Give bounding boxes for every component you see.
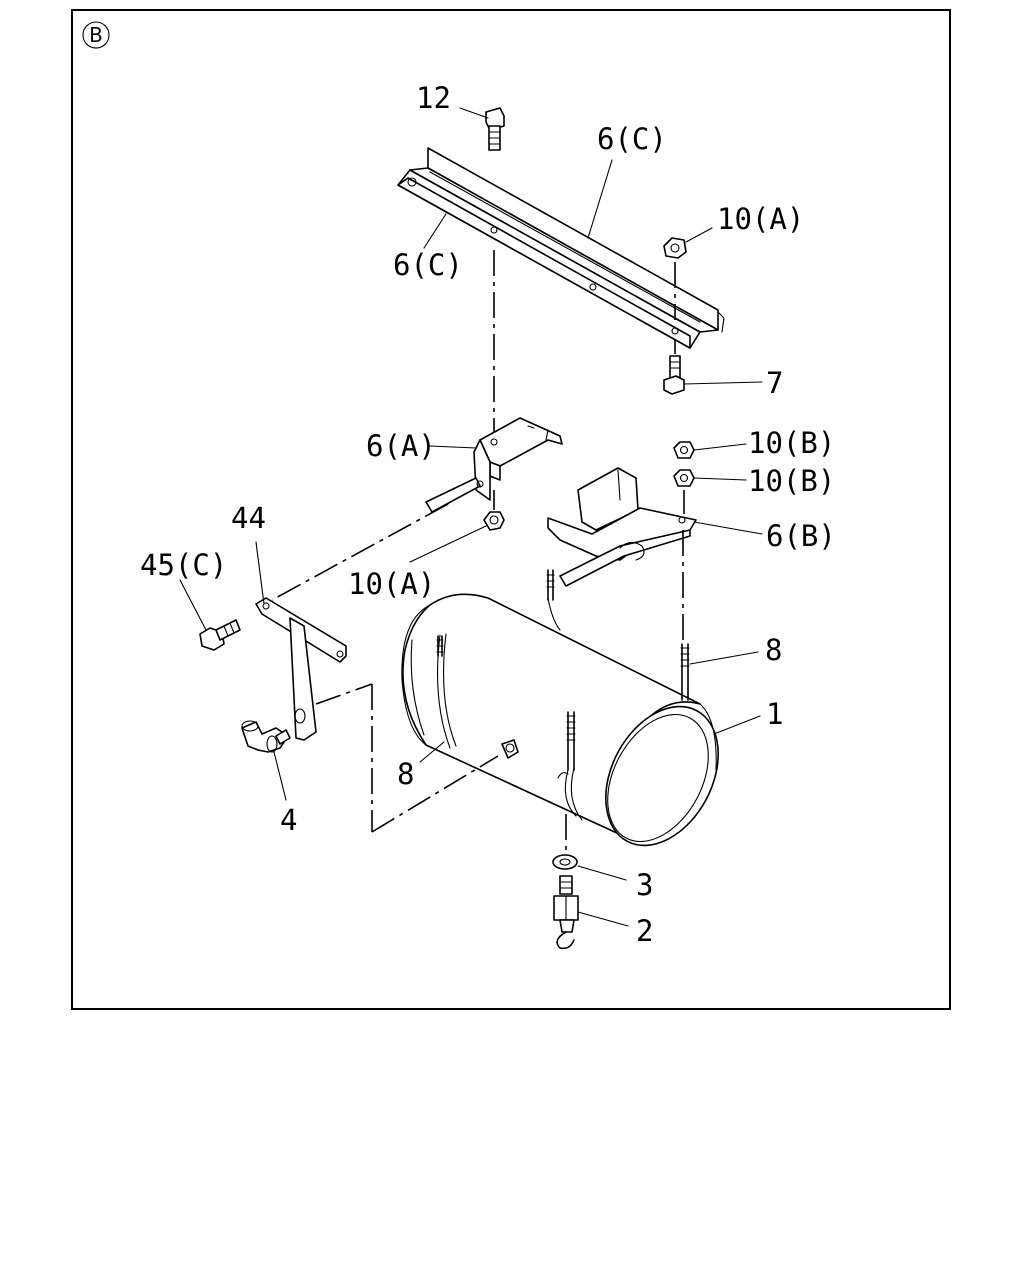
elbow-fitting-4 [241, 720, 291, 753]
svg-text:B: B [89, 23, 103, 47]
nut-10b-lower [673, 469, 695, 487]
callout-12: 12 [416, 81, 451, 115]
callout-6c-top: 6(C) [597, 122, 667, 156]
callout-6c-left: 6(C) [393, 248, 463, 282]
drain-cock-2 [553, 875, 579, 950]
callout-8-right: 8 [765, 633, 782, 667]
air-tank-1 [401, 593, 719, 847]
callout-7: 7 [766, 366, 783, 400]
callout-6b: 6(B) [766, 519, 836, 553]
strap-44 [255, 597, 347, 741]
callout-2: 2 [636, 914, 653, 948]
callout-6a: 6(A) [366, 429, 436, 463]
callout-10a-top: 10(A) [717, 202, 804, 236]
callout-10a-mid: 10(A) [348, 567, 435, 601]
u-bolt-8-right [680, 643, 690, 701]
u-bolt-8-left [436, 635, 444, 657]
callout-1: 1 [766, 697, 783, 731]
leader-lines [179, 107, 763, 927]
bolt-7 [663, 355, 685, 395]
flange-nut-10a-top [663, 237, 687, 259]
u-bolt-8-front [557, 711, 576, 779]
callout-10b-lower: 10(B) [748, 464, 835, 498]
callout-10b-upper: 10(B) [748, 426, 835, 460]
callout-labels: 12 6(C) 6(C) 10(A) 7 6(A) 10(B) 10(B) 6(… [140, 81, 836, 948]
washer-3 [552, 854, 578, 870]
u-bolt-8-rear [546, 569, 555, 601]
nut-10b-upper [673, 441, 695, 459]
callout-45c: 45(C) [140, 548, 227, 582]
diagram-frame [71, 9, 951, 1010]
callout-4: 4 [280, 803, 297, 837]
callout-3: 3 [636, 868, 653, 902]
bolt-45c [199, 619, 241, 651]
section-mark: B [82, 21, 110, 49]
flange-nut-10a-mid [483, 511, 505, 531]
callout-8-left: 8 [397, 757, 414, 791]
callout-44: 44 [231, 501, 266, 535]
cross-member [397, 147, 725, 349]
bracket-6b [547, 467, 697, 587]
assembly-center-lines [271, 250, 685, 852]
flange-bolt-12 [485, 107, 505, 151]
bracket-6a [425, 417, 563, 513]
